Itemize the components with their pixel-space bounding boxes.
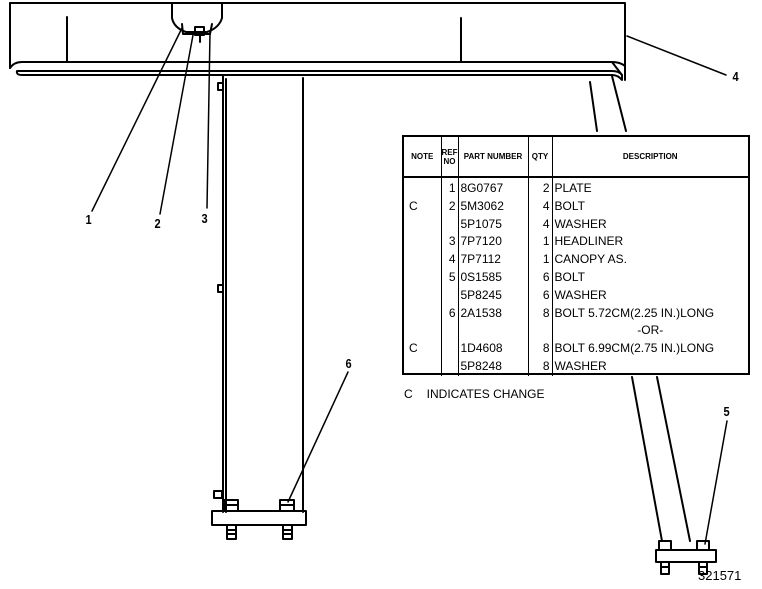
cell-description: BOLT 5.72CM(2.25 IN.)LONG [551,304,748,323]
cell-note [404,177,441,198]
cell-qty: 8 [527,340,552,358]
callout-3: 3 [201,211,208,226]
headliner-clamp [171,2,223,43]
cell-description: BOLT [551,268,748,287]
callout-5: 5 [723,404,730,419]
cell-qty: 1 [527,233,552,252]
cell-qty: 8 [527,357,552,376]
cell-qty: 6 [527,268,552,287]
header-ref-no: REF NO [440,137,458,178]
cell-ref-no [440,340,458,358]
cell-note: C [409,341,418,356]
leader-lines [91,27,728,545]
cell-ref-no [440,215,458,234]
cell-part-number: 7P7120 [457,233,528,252]
parts-list-table: NOTE REF NO PART NUMBER QTY DESCRIPTION … [402,135,750,376]
cell-part-number: 5P8248 [457,357,528,376]
cell-part-number: 5P1075 [457,215,528,234]
header-qty: QTY [527,137,552,178]
header-description: DESCRIPTION [551,137,748,178]
cell-qty: 4 [527,215,552,234]
cell-qty: 2 [527,177,552,198]
canopy-roof [9,2,626,81]
legend-symbol: C [404,387,413,401]
cell-ref-no: 4 [440,251,458,269]
callout-1: 1 [85,212,92,227]
cell-ref-no: 2 [440,197,458,216]
cell-part-number: 2A1538 [457,304,528,323]
cell-qty: 6 [527,286,552,305]
cell-part-number: 5M3062 [457,197,528,216]
cell-note [404,233,441,251]
cell-ref-no [440,286,458,305]
figure-number: 321571 [698,568,742,583]
cell-note [404,287,441,305]
cell-description: WASHER [551,286,748,305]
cell-note [404,305,441,323]
cell-description: BOLT [551,197,748,216]
cell-ref-no [440,322,458,341]
left-post [213,74,304,513]
cell-ref-no: 3 [440,233,458,252]
cell-ref-no: 6 [440,304,458,323]
cell-qty: 1 [527,251,552,269]
callout-4: 4 [732,69,739,84]
cell-part-number [457,322,528,341]
cell-part-number: 7P7112 [457,251,528,269]
right-base-plate [655,540,717,575]
cell-part-number: 5P8245 [457,286,528,305]
cell-description: WASHER [551,215,748,234]
cell-part-number: 1D4608 [457,340,528,358]
change-legend: C INDICATES CHANGE [404,387,558,401]
right-post [589,75,691,542]
header-note: NOTE [404,137,441,178]
cell-qty: 8 [527,304,552,323]
cell-qty [527,322,552,341]
cell-description: WASHER [551,357,748,376]
cell-description: CANOPY AS. [551,251,748,269]
cell-part-number: 8G0767 [457,177,528,198]
cell-ref-no: 5 [440,268,458,287]
cell-ref-no: 1 [440,177,458,198]
cell-note [404,216,441,234]
cell-note [404,269,441,287]
cell-note [404,251,441,269]
cell-note [404,322,441,340]
cell-ref-no [440,357,458,376]
cell-description: -OR- [551,322,748,341]
table-row: -OR- [404,322,748,341]
callout-2: 2 [154,216,161,231]
legend-text: INDICATES CHANGE [426,387,545,401]
cell-description: HEADLINER [551,233,748,252]
left-base-plate [211,499,307,540]
header-part-number: PART NUMBER [457,137,528,178]
cell-note: C [409,198,418,213]
cell-note [404,358,441,376]
cell-part-number: 0S1585 [457,268,528,287]
parts-table-header: NOTE REF NO PART NUMBER QTY DESCRIPTION [404,137,748,178]
cell-description: PLATE [551,177,748,198]
cell-description: BOLT 6.99CM(2.75 IN.)LONG [551,340,748,358]
cell-qty: 4 [527,197,552,216]
callout-6: 6 [345,356,352,371]
